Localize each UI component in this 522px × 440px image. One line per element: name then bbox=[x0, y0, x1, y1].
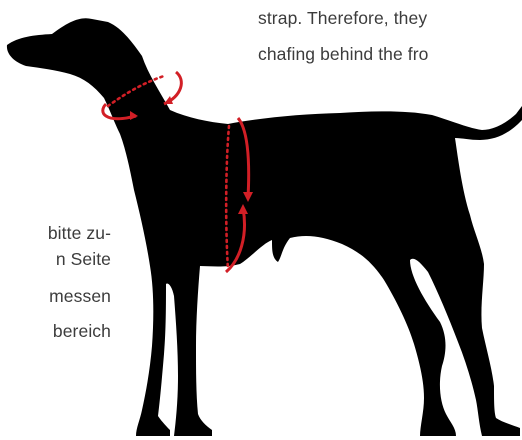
german-text-line-4: bereich bbox=[0, 321, 111, 341]
german-text-line-3: messen bbox=[0, 286, 111, 306]
english-text-line-2: chafing behind the fro bbox=[258, 44, 429, 64]
english-text-line-1: strap. Therefore, they bbox=[258, 8, 427, 28]
german-text-line-2: n Seite bbox=[0, 249, 111, 269]
german-text-line-1: bitte zu- bbox=[0, 223, 111, 243]
